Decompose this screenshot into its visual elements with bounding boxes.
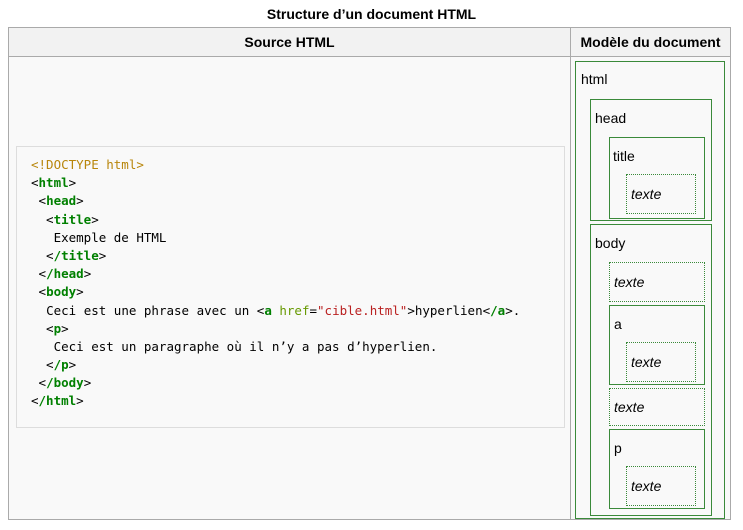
- tag: /title: [53, 247, 99, 263]
- structure-table: Source HTML Modèle du document <!DOCTYPE…: [8, 27, 731, 520]
- node-text: texte: [626, 342, 696, 382]
- code-line: <title>: [31, 211, 99, 227]
- node-body: body texte a texte texte: [590, 224, 712, 516]
- code-line: <html>: [31, 175, 77, 191]
- node-html: html head title texte body: [575, 61, 725, 519]
- code-text: Ceci est une phrase avec un: [46, 302, 257, 318]
- tag: /a: [490, 302, 506, 318]
- tag: title: [53, 211, 92, 227]
- node-label: texte: [631, 186, 662, 202]
- node-text: texte: [626, 466, 696, 506]
- node-text: texte: [609, 388, 705, 426]
- node-label: p: [614, 440, 622, 456]
- tag: /p: [53, 357, 69, 373]
- node-label: texte: [614, 399, 645, 415]
- code-text: Exemple de HTML: [53, 229, 167, 245]
- code-line: </p>: [31, 357, 77, 373]
- node-title: title texte: [609, 137, 705, 219]
- node-label: head: [595, 110, 627, 126]
- tag: p: [53, 320, 62, 336]
- code-text: hyperlien: [414, 302, 483, 318]
- code-line: </body>: [31, 375, 92, 391]
- code-text: Ceci est un paragraphe où il n’y a pas d…: [53, 338, 438, 354]
- node-label: texte: [631, 354, 662, 370]
- source-cell: <!DOCTYPE html> <html> <head> <title> Exe…: [8, 56, 571, 520]
- source-header: Source HTML: [8, 27, 571, 57]
- code-line: </title>: [31, 247, 107, 263]
- model-cell: html head title texte body: [570, 56, 731, 520]
- node-label: html: [581, 71, 608, 87]
- code-line: Ceci est un paragraphe où il n’y a pas d…: [31, 338, 564, 356]
- tag: head: [46, 193, 77, 209]
- tag: /body: [46, 375, 84, 391]
- code-line: <head>: [31, 193, 84, 209]
- tag: html: [38, 175, 69, 191]
- model-header: Modèle du document: [570, 27, 731, 57]
- tag: /head: [46, 266, 84, 282]
- code-line: </head>: [31, 266, 92, 282]
- code-block: <!DOCTYPE html> <html> <head> <title> Exe…: [16, 146, 565, 428]
- node-text: texte: [626, 174, 696, 214]
- attr-value: "cible.html": [317, 302, 408, 318]
- node-label: body: [595, 235, 626, 251]
- node-label: title: [613, 148, 635, 164]
- table-caption: Structure d’un document HTML: [266, 6, 477, 22]
- tag: body: [46, 284, 77, 300]
- code-line: <!DOCTYPE html>: [31, 156, 564, 174]
- code-line: <body>: [31, 284, 84, 300]
- node-p: p texte: [609, 429, 705, 509]
- tag: /html: [38, 393, 77, 409]
- code-line: Ceci est une phrase avec un <a href="cib…: [46, 302, 521, 318]
- node-label: texte: [631, 478, 662, 494]
- code-line: </html>: [31, 393, 84, 409]
- doctype: <!DOCTYPE html>: [31, 157, 144, 172]
- node-label: texte: [614, 274, 645, 290]
- node-a: a texte: [609, 305, 705, 385]
- tag: a: [264, 302, 272, 318]
- node-head: head title texte: [590, 99, 712, 221]
- code-line: <p>: [31, 320, 69, 336]
- code-line: Exemple de HTML: [31, 229, 564, 247]
- node-label: a: [614, 316, 622, 332]
- node-text: texte: [609, 262, 705, 302]
- attr: href: [279, 302, 310, 318]
